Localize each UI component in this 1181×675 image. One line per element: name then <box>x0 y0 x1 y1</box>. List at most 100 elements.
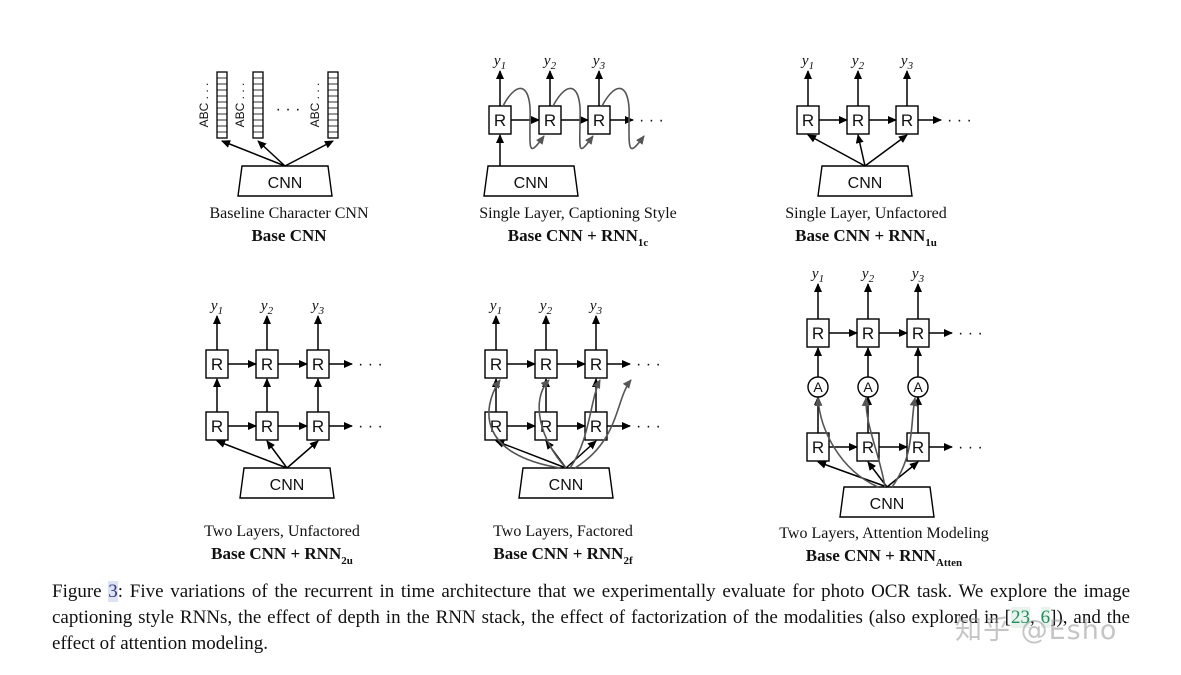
recurrent-unit-label: R <box>261 355 273 374</box>
cnn-label: CNN <box>549 477 584 494</box>
arrow <box>221 140 286 167</box>
panel-title: Single Layer, Unfactored <box>785 205 947 222</box>
output-label-y2: y2 <box>259 298 274 317</box>
ellipsis-label: · · · <box>636 418 661 435</box>
char-vector-label: ABC . . . <box>197 83 211 128</box>
curved-arrow <box>502 87 545 150</box>
output-label-y2: y2 <box>850 53 865 72</box>
panel-label: Base CNN + RNN1c <box>508 226 649 249</box>
recurrent-unit-label: R <box>590 417 602 436</box>
cnn-label: CNN <box>848 175 883 192</box>
recurrent-unit-label: R <box>494 111 506 130</box>
panel-title: Two Layers, Unfactored <box>204 523 360 540</box>
arrow <box>257 140 286 167</box>
recurrent-unit-label: R <box>812 324 824 343</box>
arrow <box>807 134 866 167</box>
output-label-y2: y2 <box>538 298 553 317</box>
cnn-block <box>483 165 579 197</box>
curved-arrow <box>538 379 567 469</box>
recurrent-unit-label: R <box>490 355 502 374</box>
output-label-y3: y3 <box>899 53 914 72</box>
panel-label: Base CNN + RNN1u <box>795 226 937 249</box>
attention-unit-label: A <box>813 379 823 395</box>
ellipsis-label: · · · <box>276 101 301 118</box>
figure-diagram: ABC . . .ABC . . .ABC . . .· · ·CNNBasel… <box>197 53 989 569</box>
output-label-y2: y2 <box>860 266 875 285</box>
figure-caption: Figure 3: Five variations of the recurre… <box>52 579 1130 657</box>
recurrent-unit-label: R <box>312 417 324 436</box>
curved-arrow <box>569 379 601 469</box>
figure-number-link[interactable]: 3 <box>108 581 118 602</box>
output-label-y1: y1 <box>492 53 506 72</box>
cnn-block <box>239 467 335 499</box>
recurrent-unit-label: R <box>812 438 824 457</box>
ellipsis-label: · · · <box>958 439 983 456</box>
recurrent-unit-label: R <box>544 111 556 130</box>
cnn-block <box>518 467 614 499</box>
ellipsis-label: · · · <box>636 356 661 373</box>
arrow <box>266 440 288 469</box>
cnn-block <box>839 486 935 518</box>
recurrent-unit-label: R <box>852 111 864 130</box>
output-label-y3: y3 <box>591 53 606 72</box>
curved-arrow <box>552 87 594 150</box>
ellipsis-label: · · · <box>947 112 972 129</box>
char-vector-label: ABC . . . <box>308 83 322 128</box>
cnn-block <box>817 165 913 197</box>
char-vector <box>216 71 228 139</box>
char-vector-label: ABC . . . <box>233 83 247 128</box>
curved-arrow <box>601 87 645 150</box>
recurrent-unit-label: R <box>590 355 602 374</box>
char-vector <box>327 71 339 139</box>
curved-arrow <box>861 397 886 488</box>
cnn-label: CNN <box>268 175 303 192</box>
cnn-block <box>237 165 333 197</box>
ellipsis-label: · · · <box>358 356 383 373</box>
recurrent-unit-label: R <box>211 355 223 374</box>
recurrent-unit-label: R <box>901 111 913 130</box>
recurrent-unit-label: R <box>211 417 223 436</box>
caption-open-bracket: [ <box>1004 607 1011 628</box>
recurrent-unit-label: R <box>912 324 924 343</box>
curved-arrow <box>574 379 632 469</box>
output-label-y3: y3 <box>310 298 325 317</box>
ellipsis-label: · · · <box>639 112 664 129</box>
caption-close-bracket: ] <box>1050 607 1057 628</box>
output-label-y3: y3 <box>910 266 925 285</box>
curved-arrow <box>488 379 561 469</box>
output-label-y1: y1 <box>800 53 814 72</box>
arrow <box>286 440 319 469</box>
curved-arrow <box>814 397 879 488</box>
recurrent-unit-label: R <box>312 355 324 374</box>
arrow <box>495 440 567 469</box>
panel-label: Base CNN <box>251 226 327 245</box>
arrow <box>855 134 866 167</box>
output-label-y1: y1 <box>209 298 223 317</box>
output-label-y2: y2 <box>542 53 557 72</box>
citation-link-23[interactable]: 23 <box>1010 607 1030 628</box>
ellipsis-label: · · · <box>958 325 983 342</box>
recurrent-unit-label: R <box>802 111 814 130</box>
recurrent-unit-label: R <box>912 438 924 457</box>
cnn-label: CNN <box>870 496 905 513</box>
panel-label: Base CNN + RNN2u <box>211 544 353 567</box>
panel-label: Base CNN + RNN2f <box>493 544 633 567</box>
arrow <box>864 134 908 167</box>
panel-label: Base CNN + RNNAtten <box>806 546 962 569</box>
caption-prefix: Figure <box>52 581 109 602</box>
caption-separator: , <box>1029 607 1041 628</box>
output-label-y1: y1 <box>810 266 824 285</box>
ellipsis-label: · · · <box>358 418 383 435</box>
arrow <box>565 440 597 469</box>
caption-text-2: ), and the effect of attention modeling. <box>52 607 1130 654</box>
curved-arrow <box>891 397 918 488</box>
panel-title: Two Layers, Factored <box>493 523 633 540</box>
watermark: 知乎 @Esho <box>955 615 1118 646</box>
arrow <box>817 460 888 488</box>
panel-title: Single Layer, Captioning Style <box>479 205 677 222</box>
citation-link-6[interactable]: 6 <box>1040 607 1051 628</box>
